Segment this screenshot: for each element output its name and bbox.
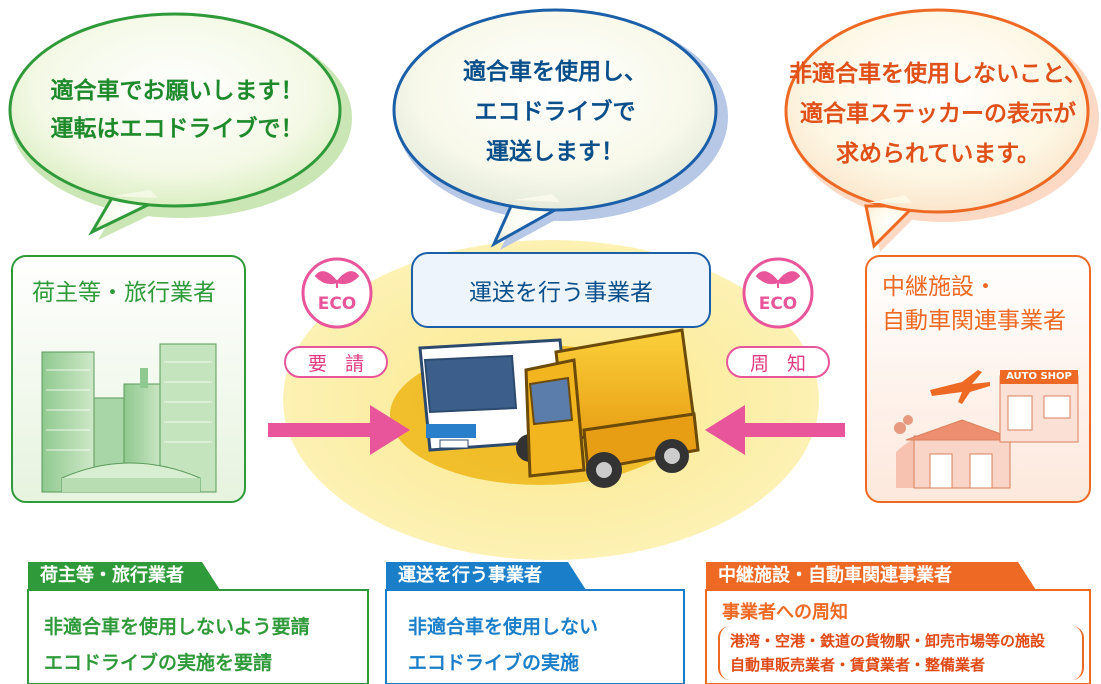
- panel-relay-bracket: [718, 626, 1084, 680]
- panel-shipper-title: 荷主等・旅行業者: [40, 565, 184, 586]
- bubble-center-line-3: 運送します！: [486, 139, 624, 165]
- shipper-card-title: 荷主等・旅行業者: [32, 276, 216, 310]
- notify-label: 周知: [726, 346, 830, 378]
- bubble-right-text: 非適合車を使用しないこと、 適合車ステッカーの表示が 求められています。: [788, 54, 1088, 174]
- panel-carrier-title: 運送を行う事業者: [398, 565, 542, 586]
- bubble-left-line-1: 適合車でお願いします！: [50, 78, 304, 104]
- eco-badge-right-shape: [742, 257, 814, 329]
- bubble-right-shape: [784, 8, 1099, 252]
- relay-card-line-2: 自動車関連事業者: [882, 308, 1066, 334]
- eco-badge-left: ECO: [317, 294, 357, 314]
- panel-relay-line-1: 港湾・空港・鉄道の貨物駅・卸売市場等の施設: [730, 632, 1046, 650]
- panel-relay-shape: [705, 562, 1091, 684]
- request-label: 要請: [284, 346, 388, 378]
- bubble-center-line-1: 適合車を使用し、: [463, 59, 647, 85]
- panel-relay-heading: 事業者への周知: [722, 602, 848, 623]
- panel-carrier-shape: [385, 562, 685, 684]
- arrow-right-shape: [705, 405, 845, 455]
- bubble-right-line-2: 適合車ステッカーの表示が: [800, 101, 1076, 127]
- bubble-left-shape: [8, 12, 352, 240]
- panel-relay-title: 中継施設・自動車関連事業者: [718, 565, 952, 586]
- carrier-card-title: 運送を行う事業者: [469, 280, 653, 306]
- relay-card-title: 中継施設・ 自動車関連事業者: [882, 270, 1066, 338]
- bubble-center-shape: [392, 8, 728, 250]
- shipper-card-line-1: 荷主等・旅行業者: [32, 280, 216, 306]
- panel-shipper-line-1: 非適合車を使用しないよう要請: [44, 616, 310, 638]
- relay-card-line-1: 中継施設・: [882, 274, 997, 300]
- bubble-right-line-1: 非適合車を使用しないこと、: [788, 61, 1088, 87]
- facility-illustration: [894, 370, 1079, 489]
- city-buildings-illustration: [41, 343, 217, 493]
- auto-shop-sign: AUTO SHOP: [1006, 371, 1072, 382]
- bubble-center-line-2: エコドライブで: [474, 99, 636, 125]
- eco-badge-left-shape: [301, 257, 373, 329]
- bubble-center-text: 適合車を使用し、 エコドライブで 運送します！: [405, 52, 705, 172]
- carrier-title-box: [411, 252, 711, 328]
- bubble-left-text: 適合車でお願いします！ 運転はエコドライブで！: [22, 72, 332, 148]
- panel-carrier-line-2: エコドライブの実施: [408, 652, 580, 674]
- bubble-right-line-3: 求められています。: [835, 141, 1040, 167]
- panel-relay-line-2: 自動車販売業者・賃貸業者・整備業者: [730, 656, 986, 674]
- truck-illustration: [524, 328, 700, 488]
- arrow-left-shape: [268, 405, 410, 455]
- eco-badge-right: ECO: [758, 294, 798, 314]
- bubble-left-line-2: 運転はエコドライブで！: [50, 116, 304, 142]
- panel-shipper-line-2: エコドライブの実施を要請: [44, 652, 273, 674]
- panel-shipper-shape: [27, 562, 369, 684]
- panel-carrier-line-1: 非適合車を使用しない: [408, 616, 599, 638]
